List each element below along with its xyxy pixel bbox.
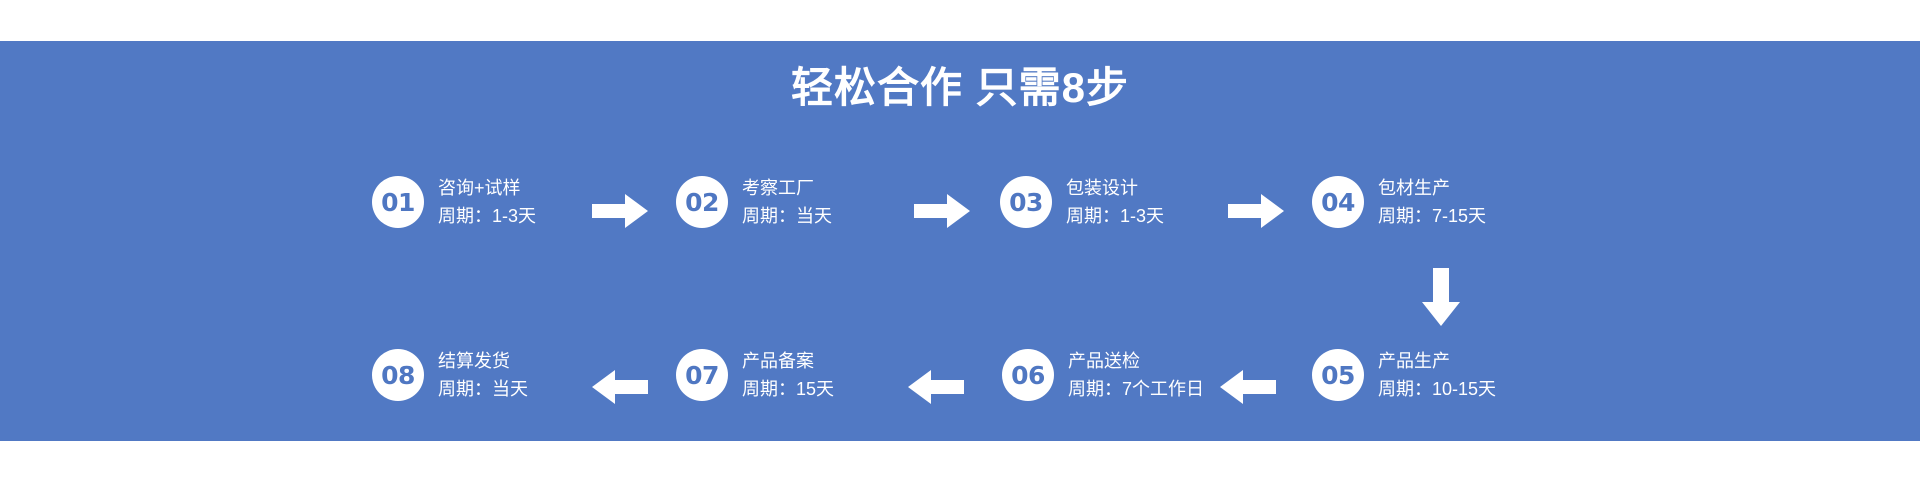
step-07-name: 产品备案	[742, 350, 814, 371]
step-03-number: 03	[1000, 176, 1052, 228]
step-08[interactable]: 08 结算发货 周期：当天	[372, 343, 528, 407]
step-07-cycle: 周期：15天	[742, 378, 835, 399]
step-03[interactable]: 03 包装设计 周期：1-3天	[1000, 170, 1164, 234]
step-08-cycle: 周期：当天	[438, 378, 528, 399]
step-01-text: 咨询+试样 周期：1-3天	[438, 175, 536, 230]
step-03-cycle: 周期：1-3天	[1066, 205, 1165, 226]
step-07[interactable]: 07 产品备案 周期：15天	[676, 343, 834, 407]
step-04[interactable]: 04 包材生产 周期：7-15天	[1312, 170, 1486, 234]
arrow-step7-to-step8	[592, 370, 648, 404]
step-03-text: 包装设计 周期：1-3天	[1066, 175, 1164, 230]
step-01-cycle: 周期：1-3天	[438, 205, 537, 226]
step-02[interactable]: 02 考察工厂 周期：当天	[676, 170, 832, 234]
step-07-number: 07	[676, 349, 728, 401]
step-06-text: 产品送检 周期：7个工作日	[1068, 348, 1204, 403]
step-04-text: 包材生产 周期：7-15天	[1378, 175, 1486, 230]
arrow-step2-to-step3	[914, 194, 970, 228]
step-05-number: 05	[1312, 349, 1364, 401]
arrow-step6-to-step7	[908, 370, 964, 404]
step-02-cycle: 周期：当天	[742, 205, 832, 226]
step-06-number: 06	[1002, 349, 1054, 401]
step-01[interactable]: 01 咨询+试样 周期：1-3天	[372, 170, 536, 234]
step-08-name: 结算发货	[438, 350, 510, 371]
arrow-step3-to-step4	[1228, 194, 1284, 228]
step-05-name: 产品生产	[1378, 350, 1450, 371]
step-02-text: 考察工厂 周期：当天	[742, 175, 832, 230]
step-04-name: 包材生产	[1378, 177, 1450, 198]
step-06[interactable]: 06 产品送检 周期：7个工作日	[1002, 343, 1204, 407]
step-01-name: 咨询+试样	[438, 177, 521, 198]
banner-band	[0, 41, 1920, 441]
step-02-name: 考察工厂	[742, 177, 814, 198]
step-05-text: 产品生产 周期：10-15天	[1378, 348, 1496, 403]
step-08-number: 08	[372, 349, 424, 401]
step-06-name: 产品送检	[1068, 350, 1140, 371]
arrow-step5-to-step6	[1220, 370, 1276, 404]
arrow-step1-to-step2	[592, 194, 648, 228]
step-01-number: 01	[372, 176, 424, 228]
step-05[interactable]: 05 产品生产 周期：10-15天	[1312, 343, 1496, 407]
page-title: 轻松合作 只需8步	[790, 64, 1130, 111]
step-05-cycle: 周期：10-15天	[1378, 378, 1497, 399]
step-07-text: 产品备案 周期：15天	[742, 348, 834, 403]
step-08-text: 结算发货 周期：当天	[438, 348, 528, 403]
step-04-cycle: 周期：7-15天	[1378, 205, 1487, 226]
step-04-number: 04	[1312, 176, 1364, 228]
step-02-number: 02	[676, 176, 728, 228]
step-03-name: 包装设计	[1066, 177, 1138, 198]
step-06-cycle: 周期：7个工作日	[1068, 378, 1205, 399]
arrow-step4-to-step5	[1422, 268, 1460, 326]
